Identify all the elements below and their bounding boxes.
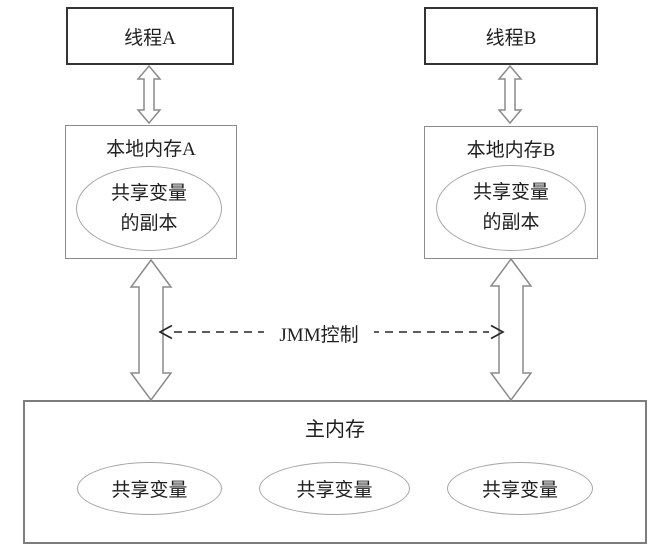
- shared-variable-copy-a-line1: 共享变量: [110, 182, 187, 204]
- local-memory-b-label: 本地内存B: [466, 140, 556, 161]
- shared-variable-3-label: 共享变量: [481, 480, 558, 501]
- thread-a-label: 线程A: [124, 27, 176, 49]
- thread-a-box: 线程A: [66, 7, 234, 65]
- local-memory-b-main-memory-double-arrow-icon: [489, 257, 533, 402]
- shared-variable-copy-b-line2: 的副本: [482, 212, 540, 233]
- local-memory-a-box: 本地内存A 共享变量 的副本: [65, 125, 237, 259]
- shared-variable-copy-b-line1: 共享变量: [472, 182, 549, 203]
- local-memory-b-box: 本地内存B 共享变量 的副本: [424, 126, 598, 259]
- thread-a-local-memory-a-double-arrow-icon: [136, 64, 162, 125]
- shared-variable-copy-ellipse-b: 共享变量 的副本: [436, 165, 586, 251]
- jmm-control-arrowhead-right-icon: [490, 324, 505, 340]
- shared-variable-ellipse-2: 共享变量: [259, 462, 410, 515]
- thread-b-label: 线程B: [485, 27, 537, 49]
- main-memory-box: 主内存 共享变量 共享变量 共享变量: [23, 400, 647, 544]
- shared-variable-copy-a-line2: 的副本: [120, 212, 178, 234]
- main-memory-label: 主内存: [305, 419, 365, 441]
- shared-variable-ellipse-3: 共享变量: [447, 462, 593, 515]
- thread-b-local-memory-b-double-arrow-icon: [497, 64, 523, 125]
- local-memory-a-main-memory-double-arrow-icon: [129, 258, 173, 402]
- shared-variable-1-label: 共享变量: [111, 480, 188, 501]
- jmm-control-label: JMM控制: [264, 320, 374, 347]
- shared-variable-ellipse-1: 共享变量: [77, 462, 222, 515]
- thread-b-box: 线程B: [424, 7, 598, 65]
- local-memory-a-label: 本地内存A: [106, 139, 196, 160]
- shared-variable-2-label: 共享变量: [296, 480, 373, 501]
- jmm-control-arrowhead-left-icon: [158, 324, 173, 340]
- shared-variable-copy-ellipse-a: 共享变量 的副本: [76, 166, 222, 251]
